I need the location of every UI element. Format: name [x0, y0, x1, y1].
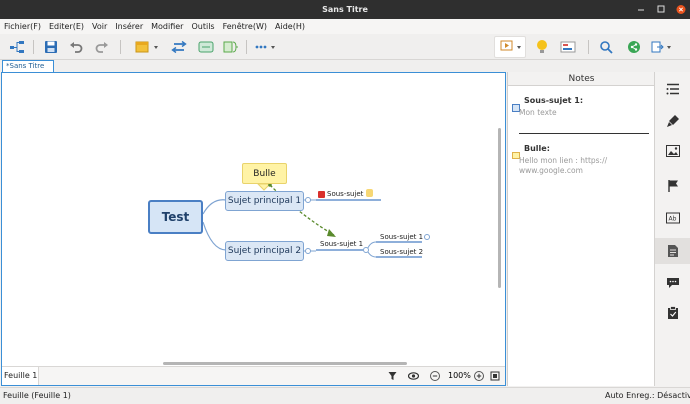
- svg-text:Ab: Ab: [669, 216, 677, 223]
- menu-aide[interactable]: Aide(H): [275, 22, 305, 31]
- zoom-level: 100%: [448, 371, 471, 380]
- theme-button[interactable]: [558, 38, 578, 56]
- map-canvas[interactable]: [1, 72, 506, 386]
- zoom-in-icon[interactable]: [474, 371, 484, 383]
- menu-editer[interactable]: Editer(E): [49, 22, 84, 31]
- notes-header: Notes: [508, 72, 655, 86]
- tab-label: *Sans Titre: [6, 62, 45, 70]
- eye-icon[interactable]: [407, 371, 420, 383]
- topic-icon: [512, 97, 520, 116]
- tab-bar: [0, 60, 690, 72]
- relationship-button[interactable]: [170, 38, 188, 56]
- note-2-body-line1[interactable]: Hello mon lien : https://: [519, 156, 608, 165]
- task-clipboard-icon[interactable]: [664, 304, 682, 322]
- hand-icon[interactable]: [366, 189, 373, 197]
- sheet-bar: Feuille 1 100%: [2, 366, 505, 385]
- central-topic[interactable]: Test: [148, 200, 203, 234]
- toolbar: [0, 34, 690, 60]
- status-sheet: Feuille (Feuille 1): [3, 391, 71, 400]
- share-icon[interactable]: [625, 38, 643, 56]
- toolbar-separator: [33, 40, 34, 54]
- redo-button[interactable]: [93, 38, 111, 56]
- vertical-scrollbar[interactable]: [498, 128, 501, 288]
- status-bar: Feuille (Feuille 1) Auto Enreg.: Désacti…: [0, 387, 690, 404]
- note-2-title: Bulle:: [524, 144, 550, 153]
- zoom-out-icon[interactable]: [430, 371, 440, 383]
- toolbar-separator: [588, 40, 589, 54]
- format-brush-icon[interactable]: [664, 112, 682, 130]
- callout-bulle[interactable]: Bulle: [242, 163, 287, 184]
- menu-bar: Fichier(F) Editer(E) Voir Insérer Modifier Ou…: [0, 19, 690, 34]
- callout-icon: [512, 145, 520, 164]
- marker-flag-icon[interactable]: [664, 177, 682, 195]
- note-marker-icon[interactable]: [318, 191, 325, 198]
- note-1-title: Sous-sujet 1:: [524, 96, 584, 105]
- presentation-button[interactable]: [494, 36, 526, 58]
- window-title: Sans Titre: [322, 5, 368, 14]
- filter-icon[interactable]: [388, 371, 397, 383]
- right-sidebar: Ab: [654, 72, 690, 386]
- menu-outils[interactable]: Outils: [191, 22, 215, 31]
- main-topic-1[interactable]: Sujet principal 1: [225, 191, 304, 211]
- toolbar-separator: [120, 40, 121, 54]
- image-icon[interactable]: [664, 142, 682, 160]
- notes-panel: Notes Sous-sujet 1: Mon texte Bulle: Hel…: [507, 72, 655, 386]
- menu-inserer[interactable]: Insérer: [115, 22, 144, 31]
- maximize-icon[interactable]: [656, 0, 666, 19]
- title-bar: Sans Titre: [0, 0, 690, 19]
- note-divider: [519, 133, 649, 134]
- idea-icon[interactable]: [533, 38, 551, 56]
- export-button[interactable]: [650, 38, 676, 56]
- subtopic-2-child-2[interactable]: Sous-sujet 2: [380, 248, 424, 256]
- save-button[interactable]: [42, 38, 60, 56]
- toolbar-separator: [246, 40, 247, 54]
- label-icon[interactable]: Ab: [664, 209, 682, 227]
- minimize-icon[interactable]: [636, 0, 646, 19]
- main-topic-2[interactable]: Sujet principal 2: [225, 241, 304, 261]
- subtopic-1[interactable]: Sous-sujet 1: [327, 190, 371, 198]
- menu-modifier[interactable]: Modifier: [151, 22, 184, 31]
- summary-button[interactable]: [222, 38, 240, 56]
- menu-fichier[interactable]: Fichier(F): [4, 22, 41, 31]
- more-tools-button[interactable]: [252, 38, 280, 56]
- comments-icon[interactable]: [664, 274, 682, 292]
- subtopic-2-child-1[interactable]: Sous-sujet 1: [380, 233, 424, 241]
- notes-panel-icon[interactable]: [655, 238, 690, 264]
- subtopic-2[interactable]: Sous-sujet 1: [320, 240, 364, 248]
- boundary-button[interactable]: [197, 38, 215, 56]
- note-2-body-line2[interactable]: www.google.com: [519, 166, 583, 175]
- horizontal-scrollbar[interactable]: [163, 362, 407, 365]
- new-map-button[interactable]: [8, 38, 26, 56]
- insert-topic-button[interactable]: [134, 38, 162, 56]
- search-icon[interactable]: [597, 38, 615, 56]
- close-icon[interactable]: [676, 0, 686, 19]
- map-connectors: [202, 183, 430, 258]
- fit-screen-icon[interactable]: [490, 371, 500, 383]
- menu-voir[interactable]: Voir: [92, 22, 108, 31]
- menu-fenetre[interactable]: Fenêtre(W): [222, 22, 267, 31]
- note-1-body: Mon texte: [519, 108, 557, 117]
- undo-button[interactable]: [67, 38, 85, 56]
- autosave-status[interactable]: Auto Enreg.: Désactivé: [605, 391, 690, 400]
- sheet-tab[interactable]: Feuille 1: [2, 367, 39, 385]
- outline-icon[interactable]: [664, 80, 682, 98]
